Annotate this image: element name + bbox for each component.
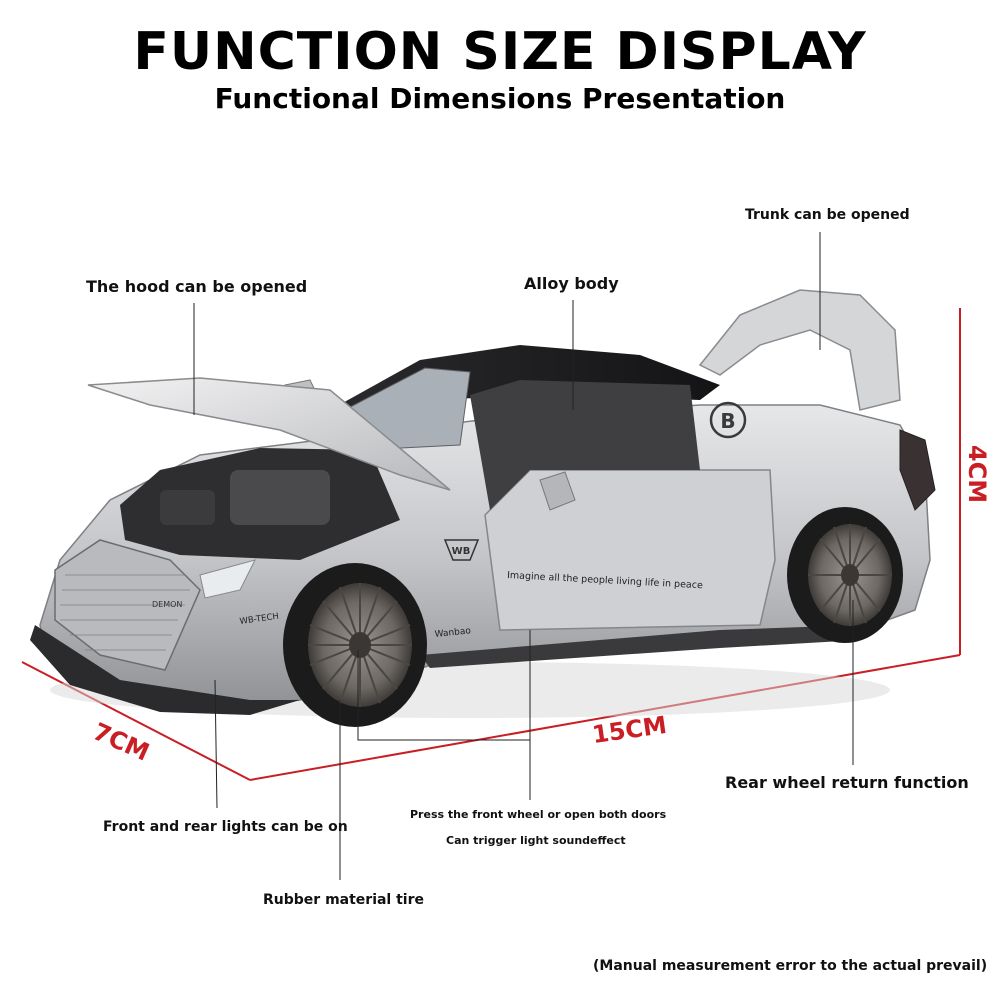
height-dimension: 4CM: [963, 444, 992, 504]
alloy-body-callout: Alloy body: [524, 274, 619, 293]
callout-lines: [193, 232, 854, 880]
hood-callout: The hood can be opened: [86, 277, 308, 296]
page-subtitle: Functional Dimensions Presentation: [214, 82, 786, 115]
front-wheel: [283, 563, 427, 727]
trunk-callout: Trunk can be opened: [745, 207, 910, 223]
wanbao-decal: Wanbao: [434, 626, 472, 640]
page-title: FUNCTION SIZE DISPLAY: [133, 22, 867, 82]
measurement-note: (Manual measurement error to the actual …: [593, 958, 988, 974]
press-callout-line2: Can trigger light soundeffect: [446, 834, 626, 847]
lights-callout: Front and rear lights can be on: [103, 819, 348, 835]
wb-badge-text: WB: [452, 546, 471, 557]
demon-decal: DEMON: [152, 600, 182, 609]
rear-wheel-callout: Rear wheel return function: [725, 773, 969, 792]
rear-wheel: [787, 507, 903, 643]
press-callout-line1: Press the front wheel or open both doors: [410, 808, 667, 821]
car-body: B WB Imagine all the people living life …: [30, 289, 936, 715]
tire-callout: Rubber material tire: [263, 892, 424, 908]
dimension-lines: [21, 308, 961, 781]
b-badge-text: B: [720, 409, 735, 433]
